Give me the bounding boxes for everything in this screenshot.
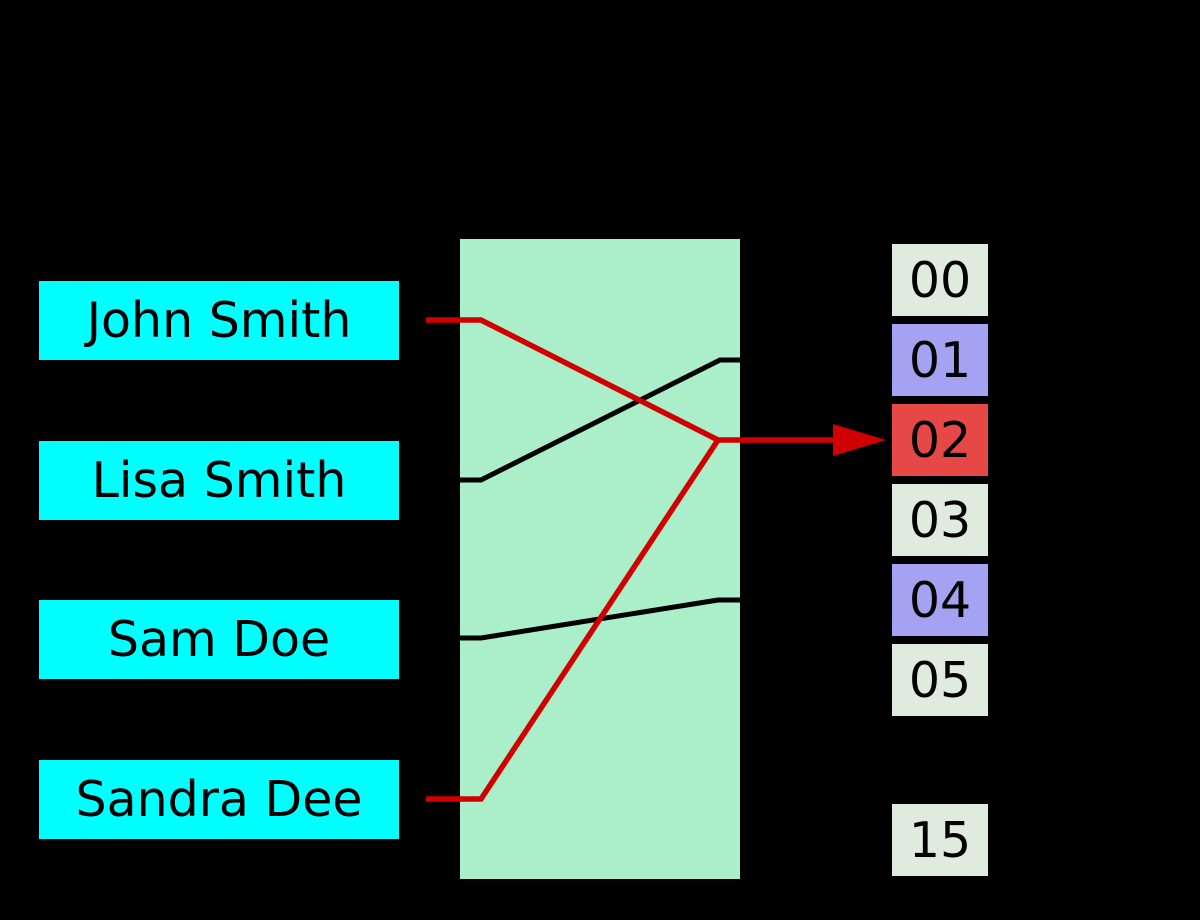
bucket-01: 01 [892,324,988,396]
collision-arrow-head-icon [833,424,886,456]
key-lisa-smith: Lisa Smith [39,441,399,520]
hash-function-box [460,239,740,879]
key-label: Sam Doe [107,611,331,668]
bucket-label: 00 [908,251,972,309]
bucket-15: 15 [892,804,988,876]
bucket-00: 00 [892,244,988,316]
bucket-label: 03 [908,491,972,549]
bucket-label: 01 [908,331,972,389]
bucket-label: 04 [908,571,972,629]
bucket-04: 04 [892,564,988,636]
bucket-label: 02 [908,411,972,469]
bucket-02: 02 [892,404,988,476]
key-label: Lisa Smith [91,452,347,509]
bucket-label: 15 [908,811,972,869]
key-john-smith: John Smith [39,281,399,360]
key-sam-doe: Sam Doe [39,600,399,679]
bucket-03: 03 [892,484,988,556]
key-label: John Smith [86,292,352,349]
key-sandra-dee: Sandra Dee [39,760,399,839]
key-label: Sandra Dee [75,771,363,828]
bucket-label: 05 [908,651,972,709]
bucket-05: 05 [892,644,988,716]
